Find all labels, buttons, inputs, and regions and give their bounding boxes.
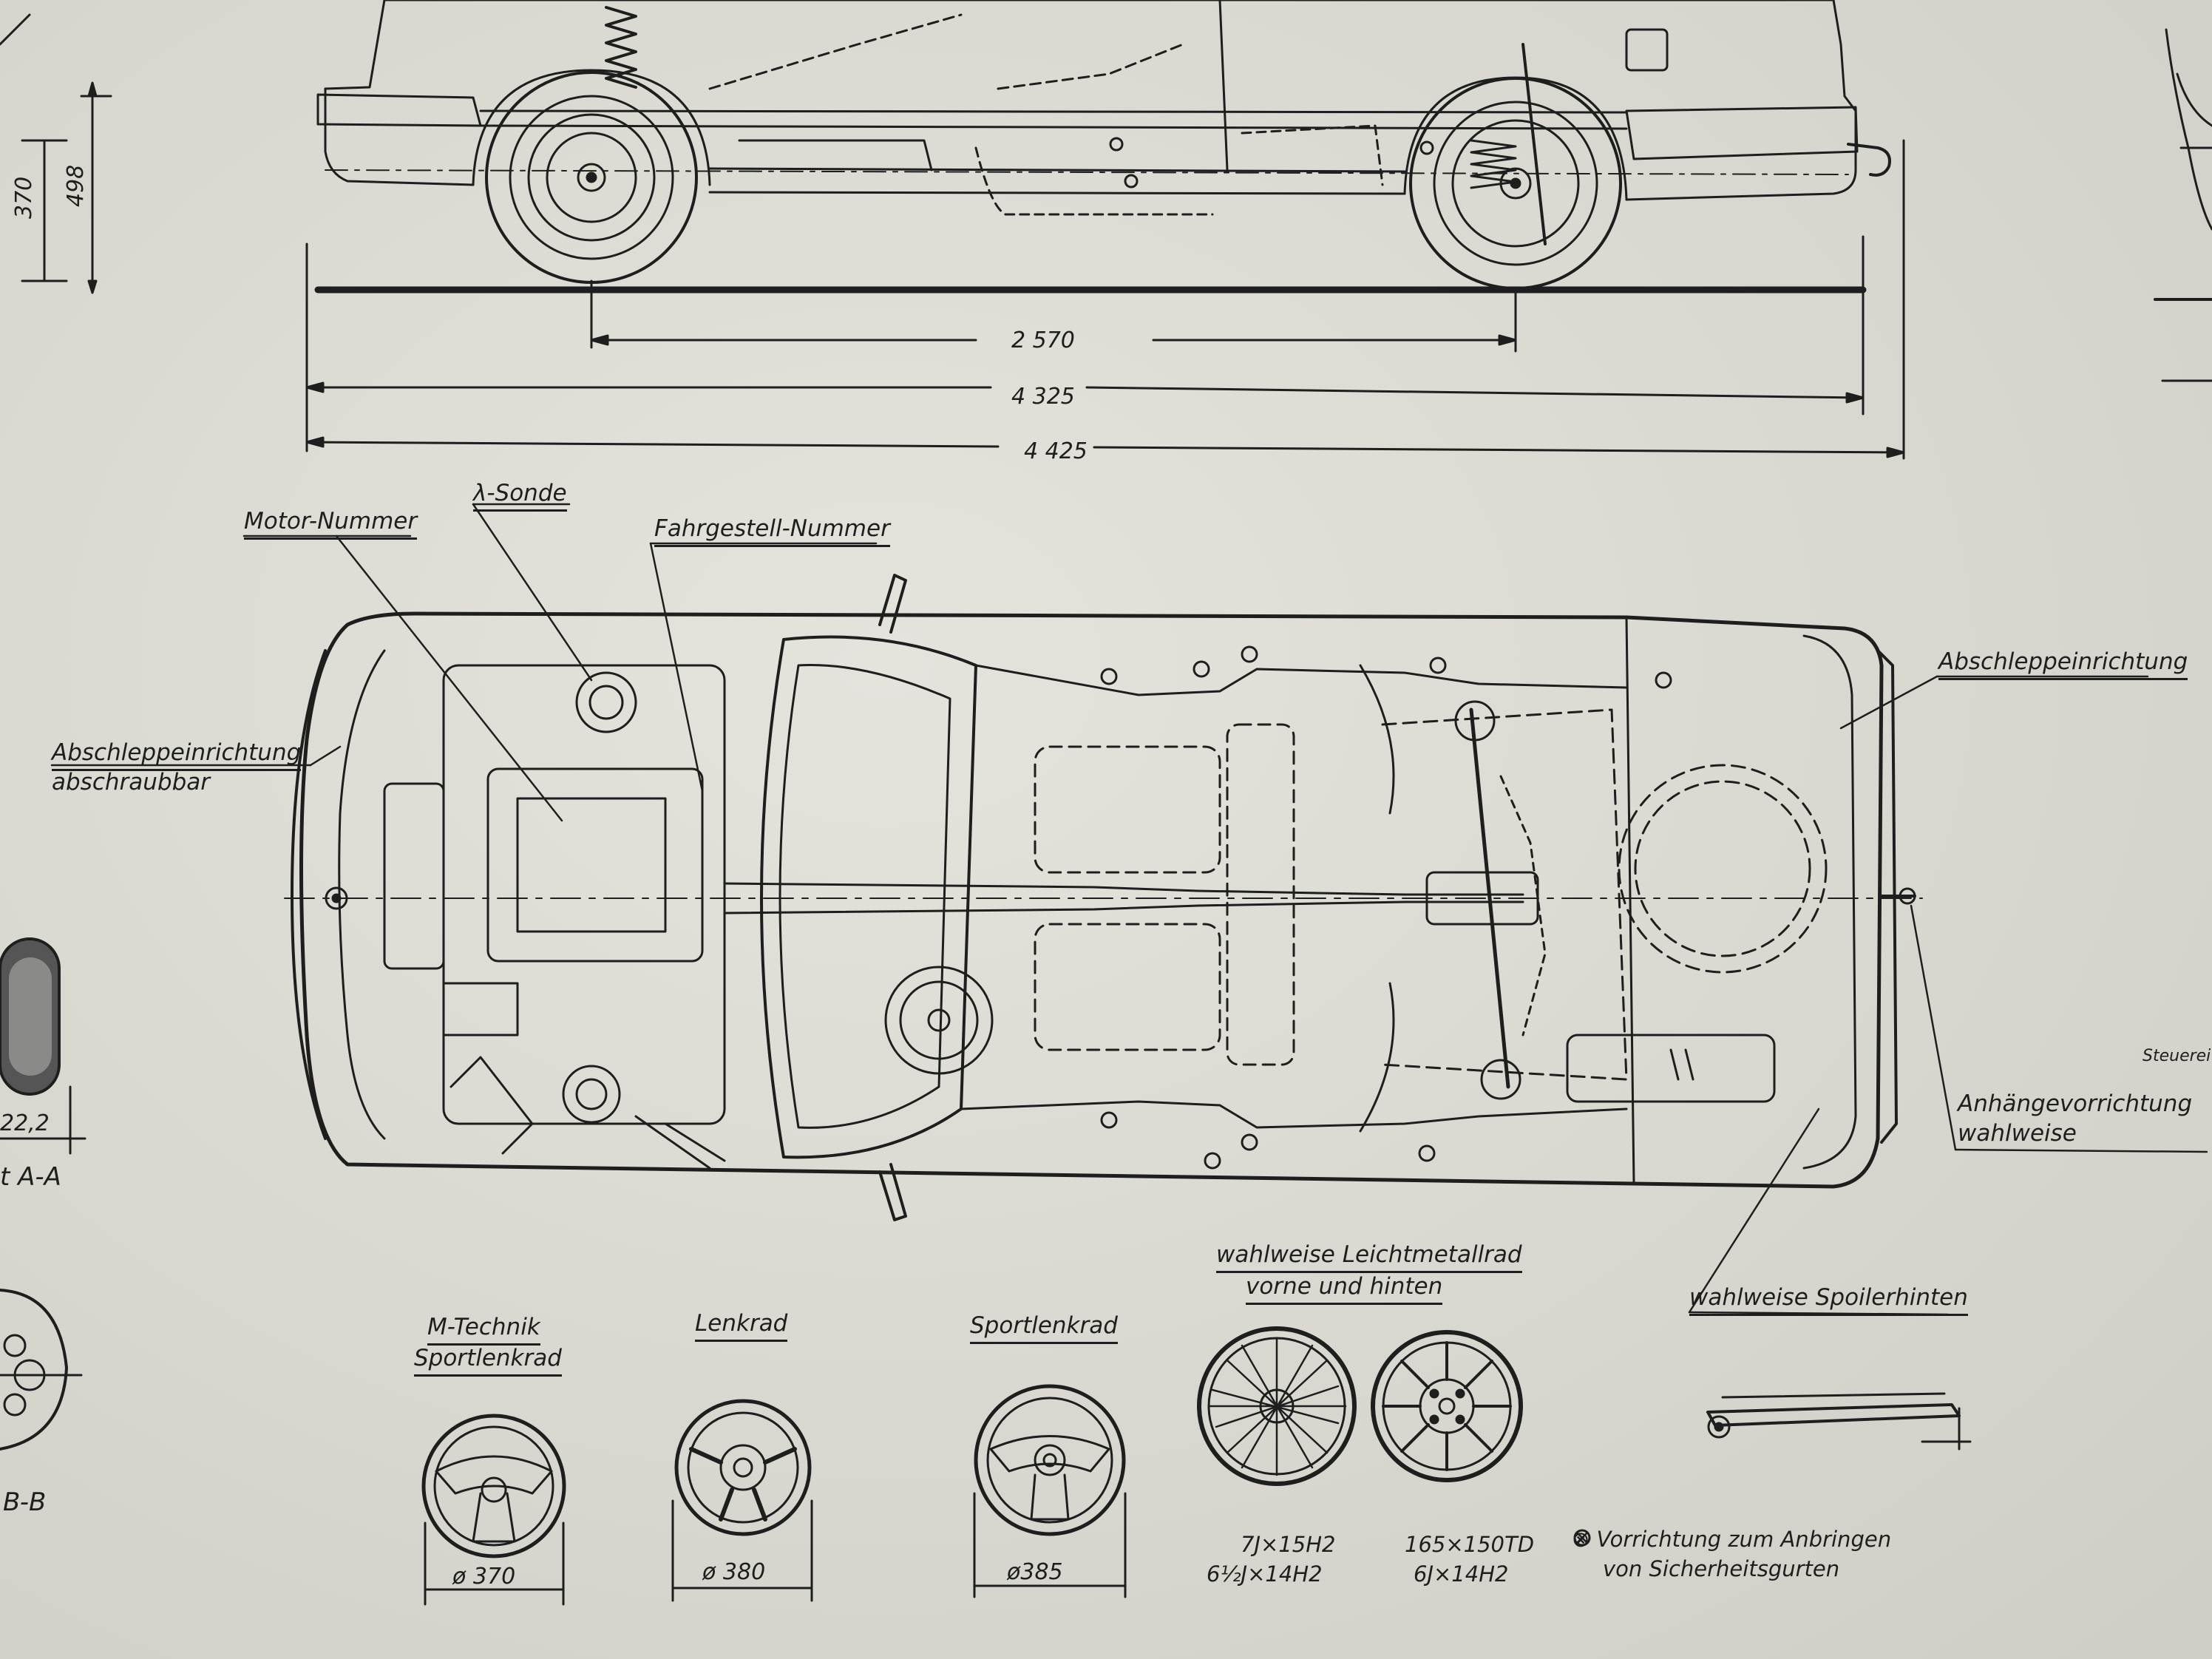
option-mtech-title: M-Technik (427, 1314, 540, 1346)
steering-wheel-sport (973, 1384, 1127, 1598)
rim2-spec-1: 165×150TD (1405, 1532, 1535, 1557)
option-mtech-title-2: Sportlenkrad (414, 1345, 562, 1377)
steering-wheel-standard (671, 1399, 813, 1602)
belt-mount-symbol (1573, 1529, 1591, 1547)
section-bb: B-B (3, 1487, 47, 1517)
option-lenkrad-diameter: ø 380 (702, 1559, 766, 1585)
callout-motor-nummer: Motor-Nummer (244, 508, 418, 540)
callout-abschlepp-rear: Abschleppeinrichtung (1938, 648, 2188, 680)
length-dim-4325: 4 325 (1011, 384, 1075, 410)
dim-22-2: 22,2 (0, 1110, 50, 1136)
wheelbase-dim: 2 570 (1011, 328, 1075, 353)
length-dim-4425: 4 425 (1024, 438, 1088, 464)
option-leichtmetall-title-2: vorne und hinten (1246, 1273, 1443, 1305)
callout-anhaenge: Anhängevorrichtung (1958, 1090, 2193, 1117)
rim1-spec-1: 7J×15H2 (1241, 1532, 1336, 1557)
callout-abschlepp-front-2: abschraubbar (52, 769, 211, 795)
callout-fahrgestell-nummer: Fahrgestell-Nummer (654, 515, 890, 547)
rim2-spec-2: 6J×14H2 (1414, 1561, 1509, 1587)
callout-anhaenge-2: wahlweise (1958, 1120, 2077, 1147)
callout-lambda-sonde: λ-Sonde (473, 480, 567, 512)
option-mtech-diameter: ø 370 (452, 1564, 516, 1590)
height-dim-498: 498 (63, 164, 89, 207)
option-sport-title: Sportlenkrad (970, 1312, 1118, 1344)
rear-spoiler-detail (1706, 1392, 1972, 1451)
legend-belt-1: ⊗ Vorrichtung zum Anbringen (1572, 1527, 1892, 1552)
callout-abschlepp-front: Abschleppeinrichtung (52, 739, 302, 771)
callout-spoiler: wahlweise Spoilerhinten (1689, 1284, 1968, 1316)
callout-leaders (50, 503, 2208, 1316)
legend-belt-2: von Sicherheitsgurten (1603, 1556, 1840, 1581)
option-leichtmetall-title: wahlweise Leichtmetallrad (1216, 1241, 1522, 1273)
section-aa: t A-A (0, 1162, 61, 1192)
callout-steuer: Steuerei (2143, 1047, 2211, 1065)
steering-wheel-mtech (421, 1414, 566, 1606)
rim1-spec-2: 6½J×14H2 (1207, 1561, 1323, 1587)
alloy-rim-crossspoke (1197, 1326, 1357, 1486)
left-section-partials (0, 937, 86, 1451)
top-view (284, 574, 1923, 1221)
height-dim-370: 370 (11, 176, 37, 219)
alloy-rim-turbine (1371, 1330, 1523, 1482)
option-sport-diameter: ø385 (1007, 1559, 1063, 1585)
side-view (0, 0, 2212, 460)
option-lenkrad-title: Lenkrad (695, 1310, 788, 1342)
